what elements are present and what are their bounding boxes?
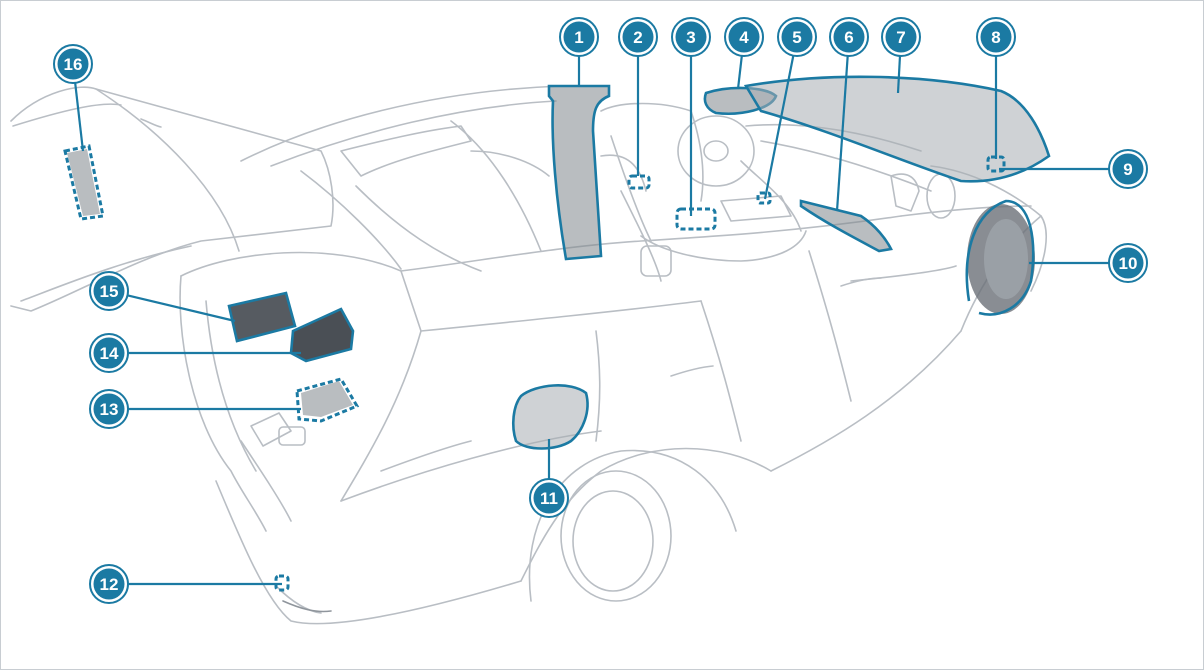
callout-number: 9 [1123, 160, 1132, 179]
callout-6: 6 [829, 17, 869, 212]
callout-badge [93, 393, 125, 425]
callout-number: 12 [100, 575, 119, 594]
callout-number: 5 [792, 28, 801, 47]
callout-badge [93, 337, 125, 369]
callout-9: 9 [999, 149, 1148, 189]
callout-badge [622, 21, 654, 53]
zone-3 [675, 207, 717, 231]
callout-badge [728, 21, 760, 53]
callout-number: 16 [64, 55, 83, 74]
zone-12 [274, 574, 290, 592]
callout-badge [57, 48, 89, 80]
callout-3: 3 [671, 17, 711, 216]
zone-5 [756, 191, 772, 205]
callout-badge [980, 21, 1012, 53]
callout-number: 14 [100, 344, 119, 363]
callout-1: 1 [559, 17, 599, 86]
callout-number: 6 [844, 28, 853, 47]
zone-14 [291, 309, 353, 361]
callout-5: 5 [763, 17, 817, 200]
callout-13: 13 [89, 389, 301, 429]
zone-hood [746, 76, 1049, 182]
callout-badge [533, 482, 565, 514]
callout-leader-line [763, 36, 799, 200]
callout-14: 14 [89, 333, 301, 373]
callout-16: 16 [53, 44, 93, 152]
car-outline [10, 85, 1047, 625]
callout-4: 4 [724, 17, 764, 90]
callout-number: 2 [633, 28, 642, 47]
callout-number: 10 [1119, 254, 1138, 273]
callout-number: 3 [686, 28, 695, 47]
zone-16 [63, 144, 105, 221]
callout-badge [1112, 247, 1144, 279]
callout-15: 15 [89, 271, 236, 323]
callout-badge [93, 568, 125, 600]
zone-13 [295, 377, 360, 423]
callout-number: 11 [540, 489, 558, 508]
callout-badge [675, 21, 707, 53]
zone-fuel-door [513, 385, 588, 449]
callout-badge [885, 21, 917, 53]
zone-2 [627, 174, 651, 190]
callout-number: 8 [991, 28, 1000, 47]
callout-number: 4 [739, 28, 749, 47]
callout-badge [93, 275, 125, 307]
callout-7: 7 [881, 17, 921, 94]
callout-10: 10 [1029, 243, 1148, 283]
callout-number: 7 [896, 28, 905, 47]
callout-11: 11 [529, 439, 569, 518]
callout-number: 15 [100, 282, 119, 301]
callout-leader-line [835, 36, 851, 212]
zone-6 [801, 201, 891, 251]
callout-number: 1 [574, 28, 583, 47]
callout-badge [781, 21, 813, 53]
callout-badge [563, 21, 595, 53]
callout-2: 2 [618, 17, 658, 176]
callout-badge [833, 21, 865, 53]
highlight-zones [63, 75, 1051, 592]
callout-badge [1112, 153, 1144, 185]
callout-12: 12 [89, 564, 282, 604]
zone-b-pillar [549, 86, 609, 259]
callout-8: 8 [976, 17, 1016, 159]
callout-number: 13 [100, 400, 119, 419]
callout-leader-line [108, 289, 236, 323]
